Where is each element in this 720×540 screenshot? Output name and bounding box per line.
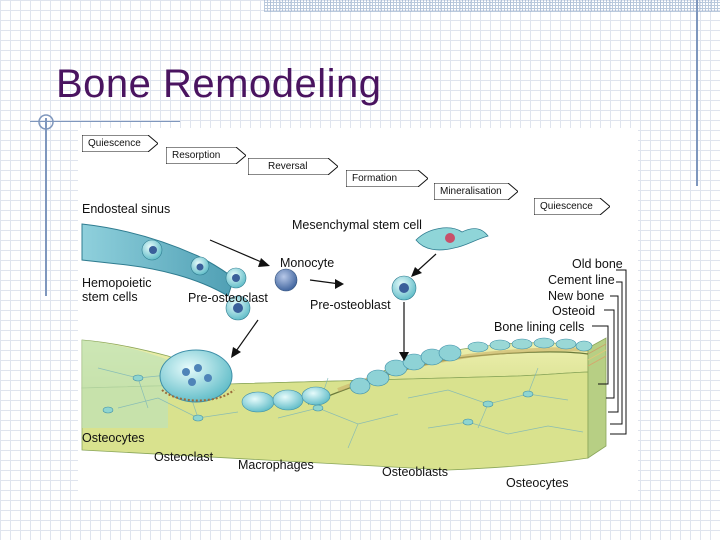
phase-formation: Formation	[346, 170, 428, 187]
label-osteocytes-left: Osteocytes	[82, 431, 145, 445]
page-title: Bone Remodeling	[56, 62, 382, 106]
phase-quiescence-start: Quiescence	[82, 135, 158, 152]
phase-label: Resorption	[172, 150, 221, 161]
phase-label: Mineralisation	[440, 186, 502, 197]
label-cement-line: Cement line	[548, 273, 615, 287]
top-decorative-band	[264, 0, 720, 12]
crosshair-icon	[38, 114, 54, 130]
label-osteoclast: Osteoclast	[154, 450, 214, 464]
label-bone-lining-cells: Bone lining cells	[494, 320, 585, 334]
phase-label: Quiescence	[540, 201, 593, 212]
label-macrophages: Macrophages	[238, 458, 314, 472]
label-osteocytes-right: Osteocytes	[506, 476, 569, 490]
right-accent-line	[696, 0, 698, 186]
label-pre-osteoblast: Pre-osteoblast	[310, 298, 391, 312]
label-hemopoietic-line2: stem cells	[82, 290, 138, 304]
phase-label: Quiescence	[88, 138, 141, 149]
label-old-bone: Old bone	[572, 257, 623, 271]
bone-remodeling-diagram: Quiescence Resorption Reversal Formation…	[78, 128, 638, 500]
label-new-bone: New bone	[548, 289, 605, 303]
label-endosteal-sinus: Endosteal sinus	[82, 202, 171, 216]
left-accent-line	[45, 118, 47, 296]
phase-label: Formation	[352, 173, 398, 184]
label-hemopoietic-line1: Hemopoietic	[82, 276, 152, 290]
phase-reversal: Reversal	[248, 158, 338, 175]
phase-mineralisation: Mineralisation	[434, 183, 518, 200]
phase-quiescence-end: Quiescence	[534, 198, 610, 215]
phase-label: Reversal	[268, 161, 308, 172]
label-pre-osteoclast: Pre-osteoclast	[188, 291, 268, 305]
title-underline	[30, 121, 180, 122]
label-osteoid: Osteoid	[552, 304, 596, 318]
label-osteoblasts: Osteoblasts	[382, 465, 449, 479]
label-mesenchymal-stem-cell: Mesenchymal stem cell	[292, 218, 422, 232]
phase-resorption: Resorption	[166, 147, 246, 164]
label-monocyte: Monocyte	[280, 256, 335, 270]
bone-illustration	[81, 223, 627, 471]
